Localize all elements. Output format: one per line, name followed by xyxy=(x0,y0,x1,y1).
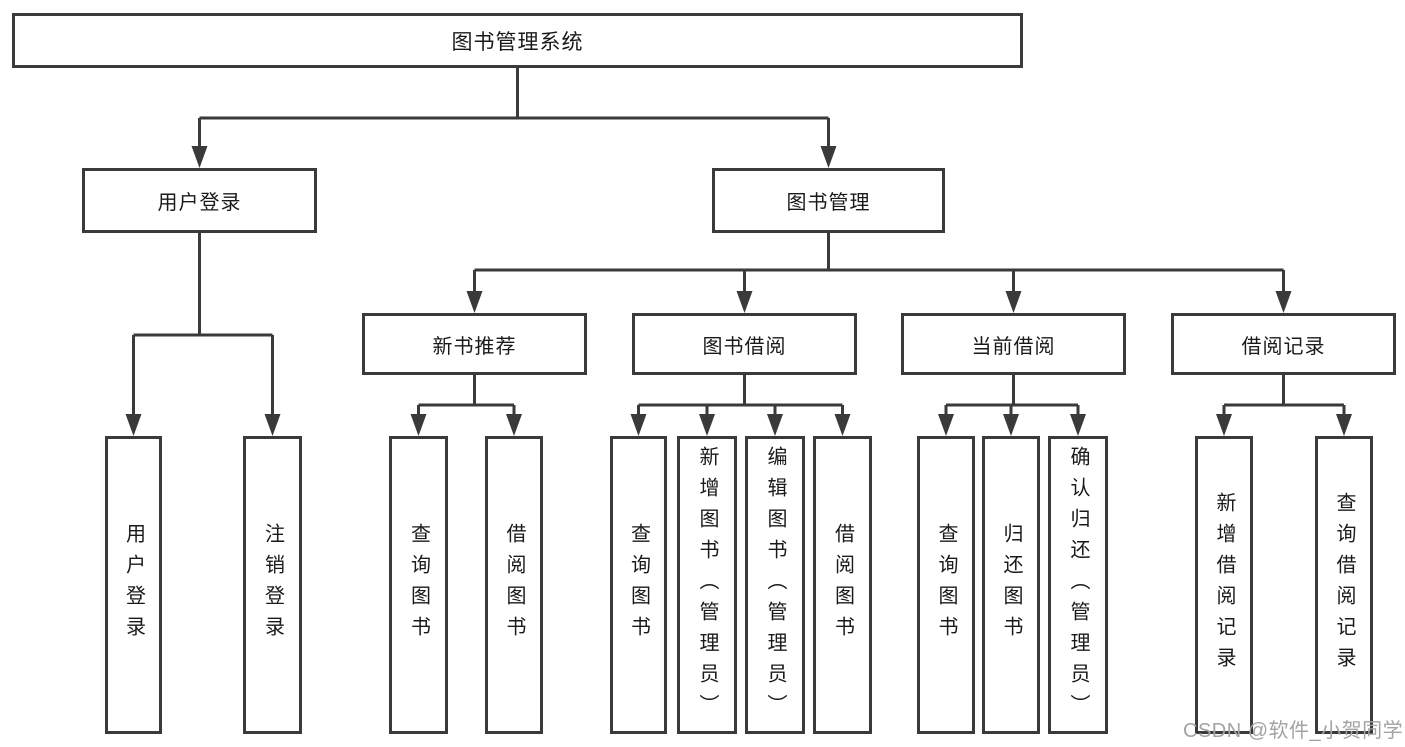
leaf-borrow-book: 借阅图书 xyxy=(813,436,872,734)
leaf-confirm-return-admin: 确认归还（管理员） xyxy=(1048,436,1108,734)
leaf-user-login: 用户登录 xyxy=(105,436,162,734)
leaf-query-book-borrow-label: 查询图书 xyxy=(627,523,650,647)
node-borrowing-records-label: 借阅记录 xyxy=(1241,335,1326,358)
leaf-edit-book-admin: 编辑图书（管理员） xyxy=(745,436,805,734)
leaf-borrow-book-label: 借阅图书 xyxy=(831,523,854,647)
connector-borrow-records-to-leaves xyxy=(1216,375,1352,436)
leaf-query-book-recommend: 查询图书 xyxy=(389,436,448,734)
leaf-query-book-borrow: 查询图书 xyxy=(610,436,667,734)
csdn-watermark: CSDN @软件_小贺同学 xyxy=(1183,720,1404,742)
node-book-management-label: 图书管理 xyxy=(786,192,871,214)
leaf-borrow-book-recommend-label: 借阅图书 xyxy=(503,523,525,647)
connector-book-mgmt-to-level3 xyxy=(466,233,1292,313)
leaf-query-book-current: 查询图书 xyxy=(917,436,975,734)
node-user-login: 用户登录 xyxy=(82,168,317,233)
leaf-add-book-admin-label: 新增图书（管理员） xyxy=(696,445,718,725)
leaf-query-book-recommend-label: 查询图书 xyxy=(407,523,430,647)
connector-new-book-rec-to-leaves xyxy=(410,375,522,436)
node-new-book-recommend-label: 新书推荐 xyxy=(432,335,517,358)
node-library-management-system: 图书管理系统 xyxy=(12,13,1023,68)
leaf-add-book-admin: 新增图书（管理员） xyxy=(677,436,737,734)
connector-user-login-to-leaves xyxy=(125,233,281,436)
node-current-borrowing: 当前借阅 xyxy=(901,313,1126,375)
node-book-management: 图书管理 xyxy=(712,168,945,233)
leaf-return-book: 归还图书 xyxy=(982,436,1040,734)
node-user-login-label: 用户登录 xyxy=(157,192,242,214)
node-book-borrowing-label: 图书借阅 xyxy=(702,335,787,358)
node-book-borrowing: 图书借阅 xyxy=(632,313,857,375)
node-borrowing-records: 借阅记录 xyxy=(1171,313,1396,375)
leaf-logout-label: 注销登录 xyxy=(261,523,284,647)
connector-root-to-level2 xyxy=(191,68,837,168)
leaf-confirm-return-admin-label: 确认归还（管理员） xyxy=(1067,445,1089,725)
leaf-edit-book-admin-label: 编辑图书（管理员） xyxy=(764,445,786,725)
leaf-return-book-label: 归还图书 xyxy=(1000,523,1022,647)
node-new-book-recommend: 新书推荐 xyxy=(362,313,587,375)
leaf-add-borrow-record: 新增借阅记录 xyxy=(1195,436,1253,734)
leaf-user-login-label: 用户登录 xyxy=(122,523,145,647)
node-library-management-system-label: 图书管理系统 xyxy=(451,30,584,54)
leaf-logout: 注销登录 xyxy=(243,436,302,734)
leaf-query-borrow-record: 查询借阅记录 xyxy=(1315,436,1373,734)
leaf-query-borrow-record-label: 查询借阅记录 xyxy=(1333,492,1355,678)
leaf-query-book-current-label: 查询图书 xyxy=(935,523,957,647)
leaf-add-borrow-record-label: 新增借阅记录 xyxy=(1213,492,1235,678)
leaf-borrow-book-recommend: 借阅图书 xyxy=(485,436,543,734)
node-current-borrowing-label: 当前借阅 xyxy=(971,335,1056,358)
connector-current-borrow-to-leaves xyxy=(938,375,1086,436)
connector-book-borrow-to-leaves xyxy=(630,375,851,436)
